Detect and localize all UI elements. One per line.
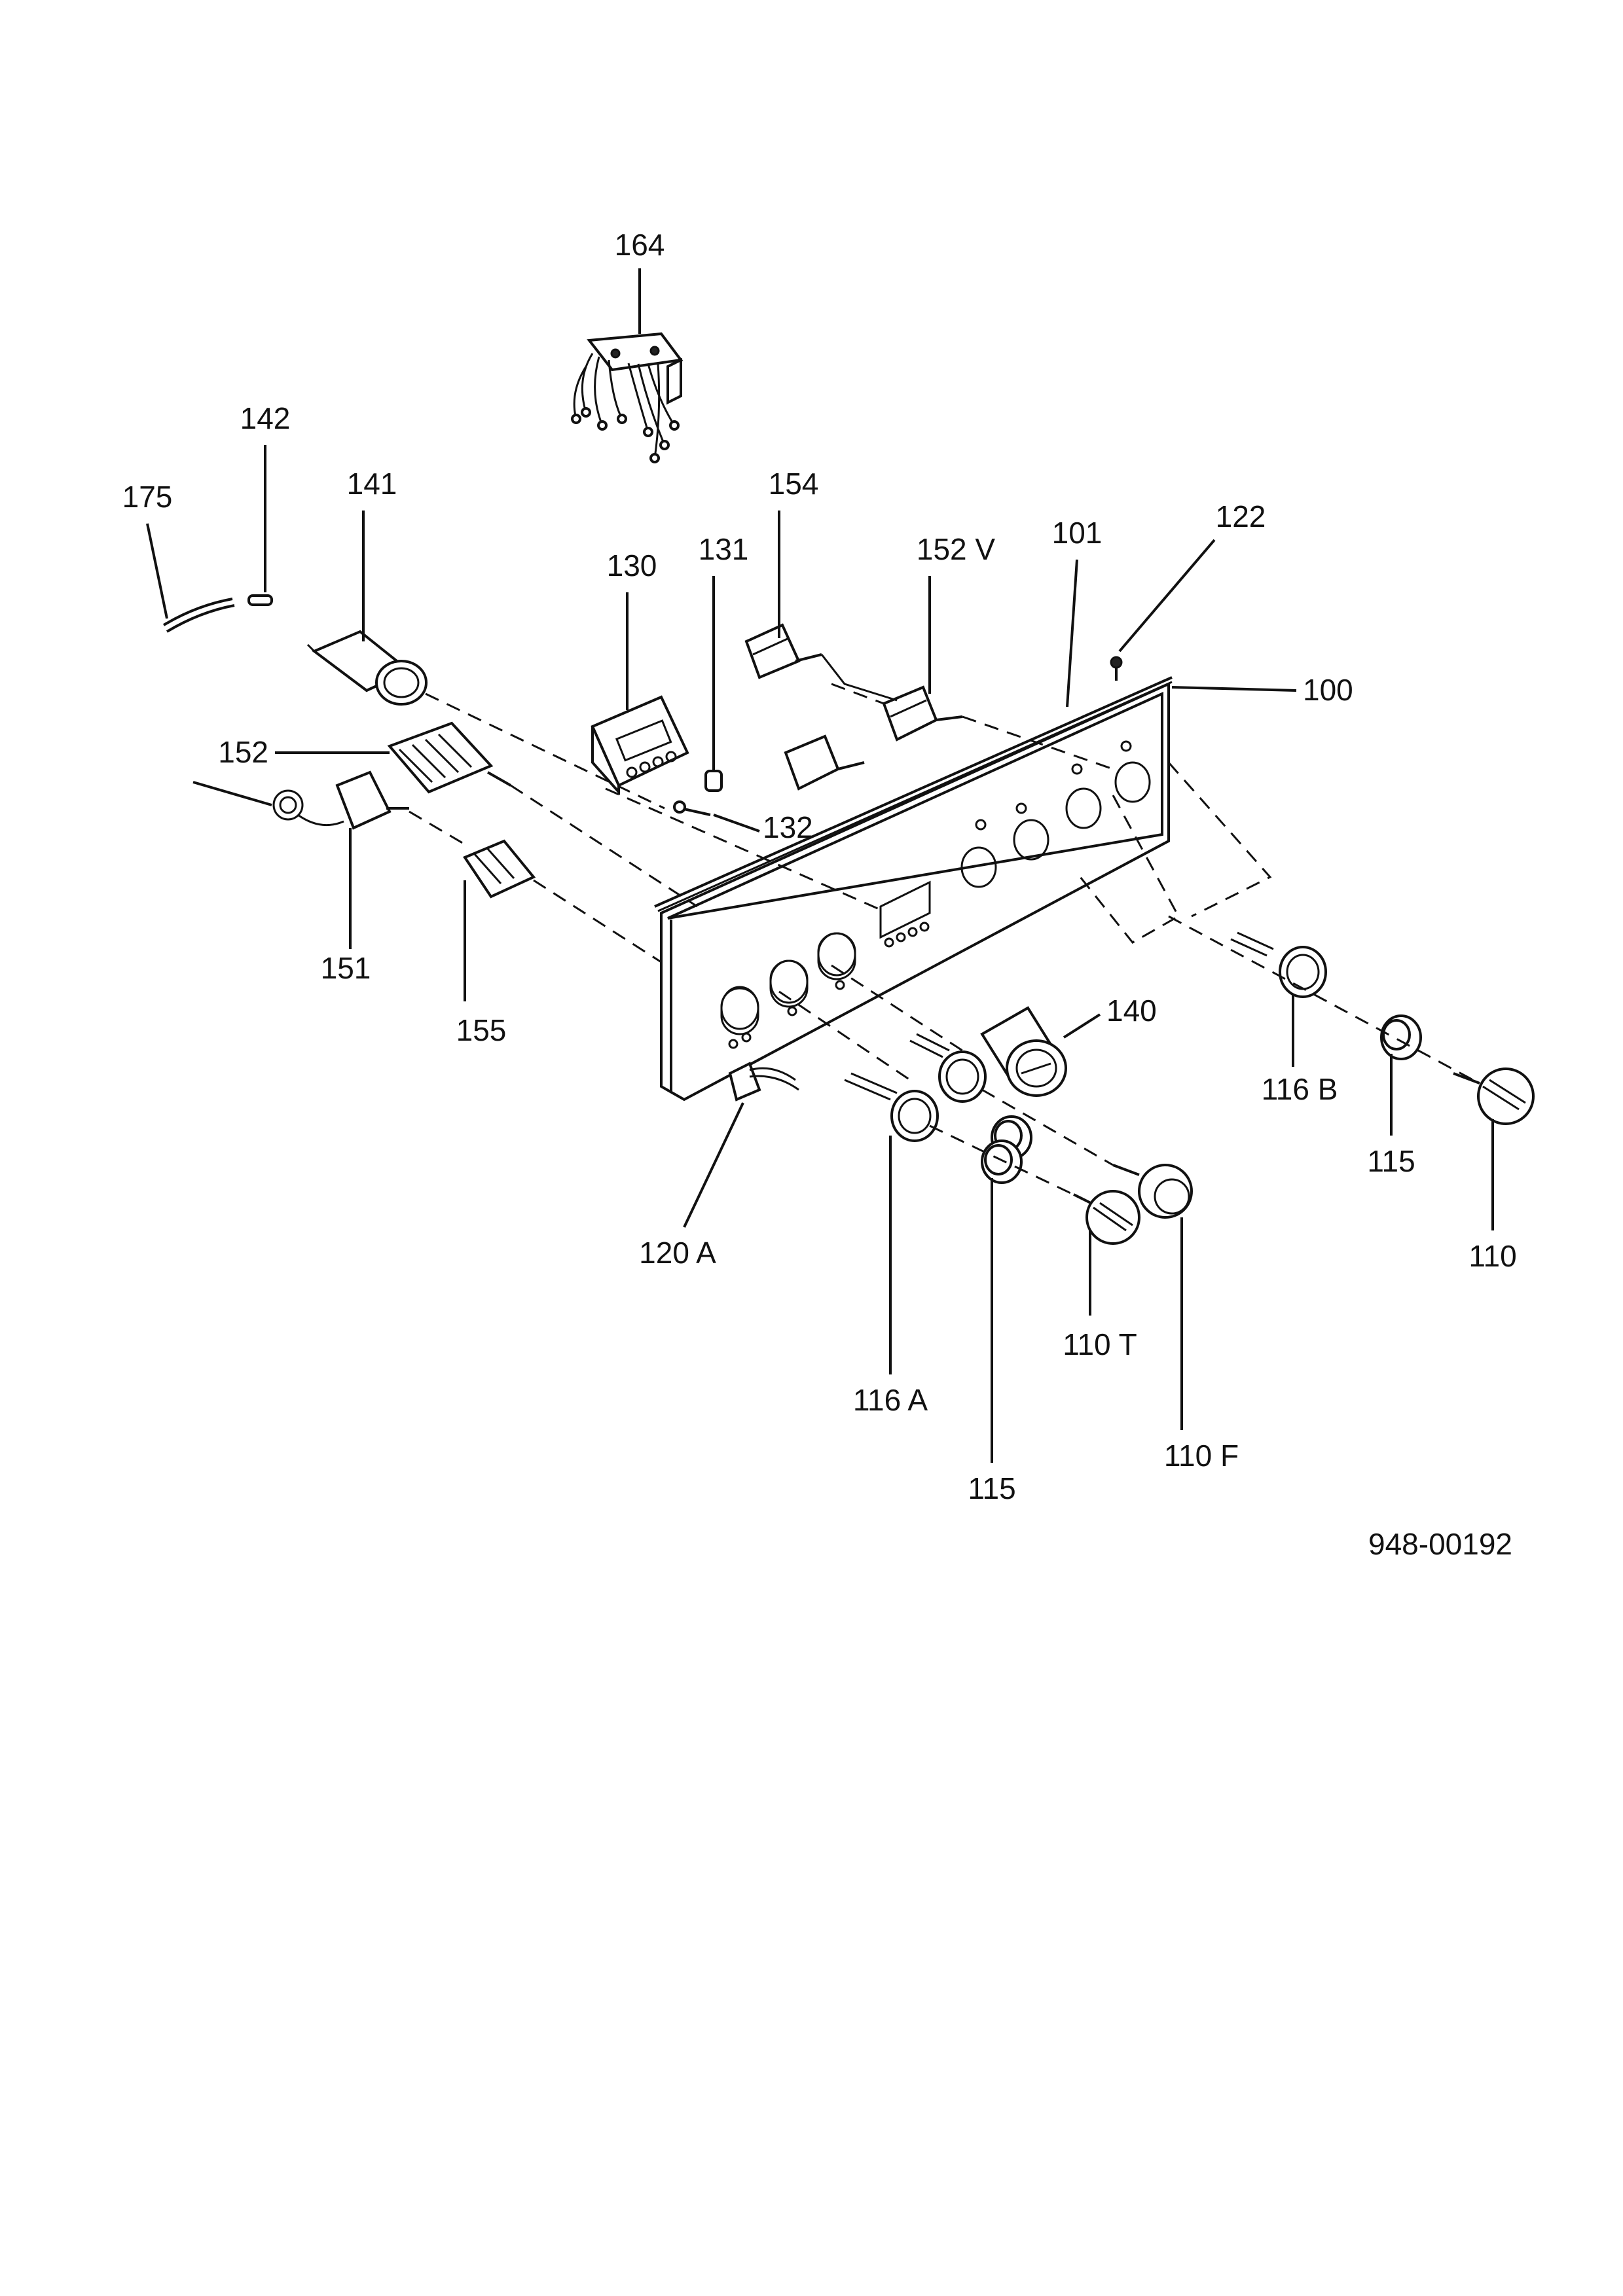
thermostat-151	[192, 770, 465, 846]
callout-120a: 120 A	[639, 1236, 716, 1270]
switch-152v	[882, 685, 963, 742]
wire-175	[162, 598, 233, 626]
selector-switch-155	[462, 839, 662, 963]
screw-132	[673, 800, 711, 816]
callout-101: 101	[1052, 516, 1103, 550]
callout-110f: 110 F	[1164, 1439, 1239, 1473]
callout-115-right: 115	[1367, 1144, 1415, 1178]
callout-122: 122	[1216, 499, 1266, 533]
collar-115-right	[1380, 1014, 1422, 1060]
knob-110	[1453, 1067, 1535, 1125]
callout-140: 140	[1106, 994, 1157, 1028]
capacitor-141	[306, 630, 665, 810]
callout-152v: 152 V	[917, 532, 996, 566]
screw-131	[704, 770, 723, 792]
callout-110: 110	[1468, 1239, 1516, 1273]
switch-152v-lower	[784, 734, 865, 791]
callout-131: 131	[699, 532, 749, 566]
control-panel	[654, 656, 1272, 1102]
callout-175: 175	[122, 480, 173, 514]
pin-142	[247, 594, 273, 606]
knob-140	[980, 1006, 1067, 1097]
callout-115-bottom: 115	[968, 1471, 1015, 1505]
callout-151: 151	[321, 951, 371, 985]
ring-116b	[1230, 931, 1327, 998]
callout-154: 154	[769, 467, 819, 501]
callout-labels: 164 142 175 141 154 130 131 152 V 101 12…	[122, 228, 1517, 1505]
ring-116a	[844, 1072, 939, 1142]
callout-152: 152	[218, 735, 268, 769]
callout-142: 142	[240, 401, 291, 435]
callout-110t: 110 T	[1063, 1327, 1137, 1361]
callout-132: 132	[763, 810, 813, 844]
knob-110f	[1112, 1164, 1193, 1219]
collar-115	[981, 1139, 1023, 1184]
knob-110t	[1073, 1190, 1140, 1245]
callout-155: 155	[456, 1013, 507, 1047]
ring-116a-upper	[909, 1033, 987, 1103]
callout-141: 141	[347, 467, 397, 501]
callout-100: 100	[1303, 673, 1353, 707]
clock-module-130	[591, 695, 881, 911]
callout-116a: 116 A	[853, 1383, 928, 1417]
drawing-number: 948-00192	[1368, 1527, 1512, 1561]
wiring-bracket-164	[571, 332, 684, 463]
leader-lines	[146, 268, 1494, 1463]
switch-154	[744, 623, 822, 679]
callout-130: 130	[607, 548, 657, 583]
terminal-block-152	[387, 721, 698, 908]
callout-116b: 116 B	[1262, 1072, 1338, 1106]
lamp-holder-120a	[728, 1062, 799, 1102]
callout-164: 164	[615, 228, 665, 262]
